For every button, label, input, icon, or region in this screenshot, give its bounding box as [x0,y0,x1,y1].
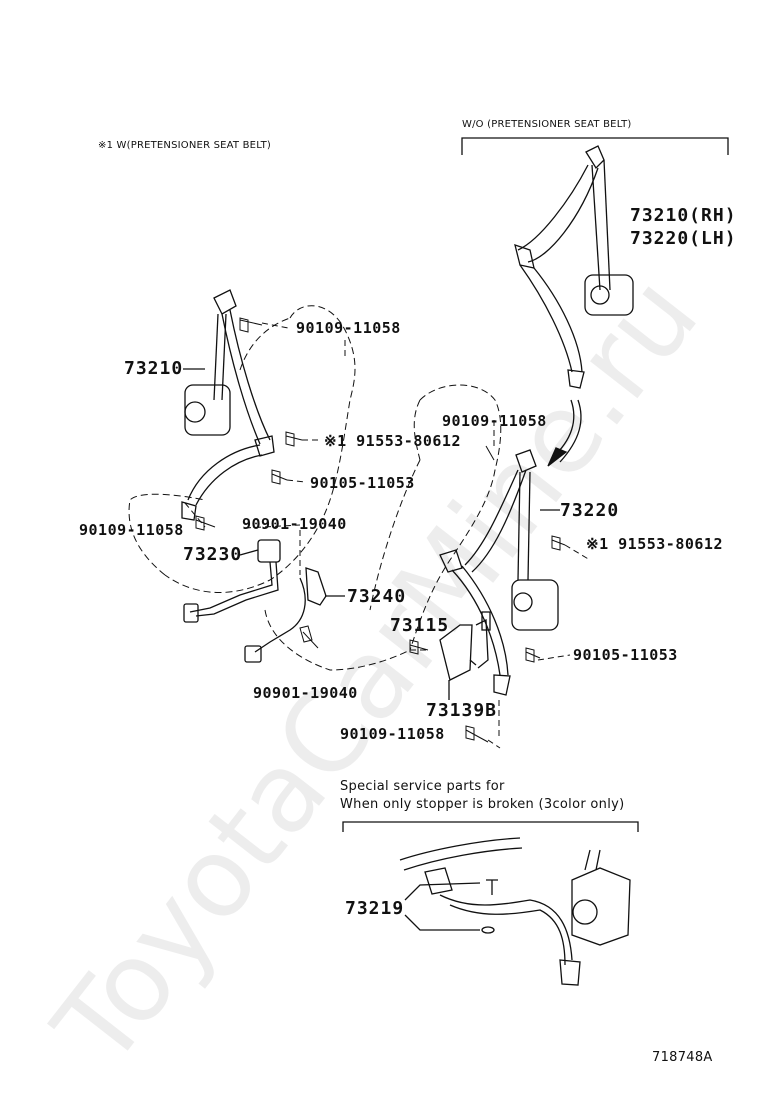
bolts [195,317,566,743]
label-73240: 73240 [347,586,407,607]
seat-outline-right [264,384,502,671]
label-90105-11053-a: 90105-11053 [310,474,415,492]
label-90901-19040-b: 90901-19040 [253,684,358,702]
label-73219: 73219 [345,898,405,919]
label-91553-80612-b: ※1 91553-80612 [586,535,723,553]
label-90109-11058-a: 90109-11058 [296,319,401,337]
buckle-left [183,539,327,663]
retractor-left [181,289,275,521]
label-73210-rh: 73210(RH) [630,205,737,226]
label-90901-19040-a: 90901-19040 [242,515,347,533]
seat-outline-left [128,305,356,593]
retractor-right [439,449,559,696]
label-73115: 73115 [390,615,450,636]
special-assembly [399,837,631,986]
note-pretensioner: ※1 W(PRETENSIONER SEAT BELT) [98,140,272,151]
note-without-pretensioner: W/O (PRETENSIONER SEAT BELT) [462,119,632,130]
label-90109-11058-b: 90109-11058 [79,521,184,539]
figure-id: 718748A [652,1050,713,1065]
leader-lines [184,322,591,749]
label-91553-80612-a: ※1 91553-80612 [324,432,461,450]
label-90105-11053-b: 90105-11053 [573,646,678,664]
label-73230: 73230 [183,544,243,565]
note-special-line2: When only stopper is broken (3color only… [340,797,625,812]
special-bracket [342,821,639,832]
label-90109-11058-d: 90109-11058 [340,725,445,743]
direction-arrow [547,399,582,467]
label-73139b: 73139B [426,700,498,721]
label-73210: 73210 [124,358,184,379]
label-73220: 73220 [560,500,620,521]
retractor-wo-pretensioner [514,145,634,389]
note-special-line1: Special service parts for [340,779,505,794]
buckle-right [439,611,491,681]
wo-bracket [461,137,729,155]
label-73220-lh: 73220(LH) [630,228,737,249]
leader-73230 [239,549,259,556]
label-90109-11058-c: 90109-11058 [442,412,547,430]
